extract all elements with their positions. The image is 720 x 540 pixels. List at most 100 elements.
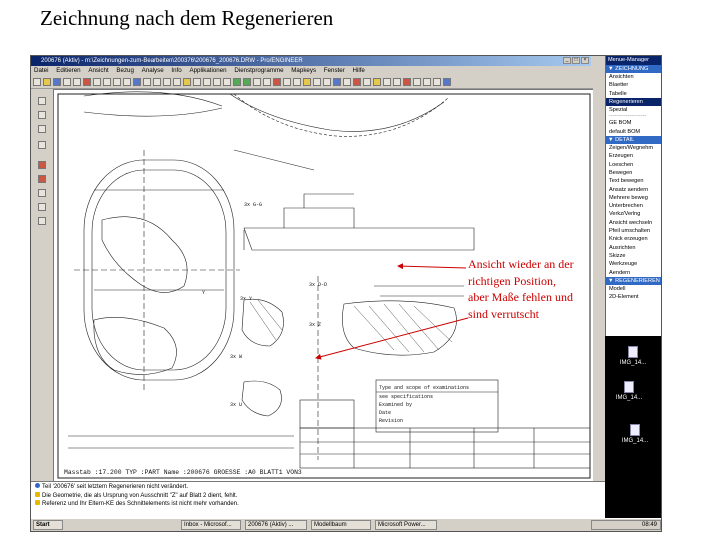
sheet-previous-icon[interactable] [38, 161, 46, 169]
menu-item-werkzeuge[interactable]: Werkzeuge [609, 261, 638, 268]
desktop-icon-img-2[interactable]: IMG_14... [609, 381, 649, 401]
undo-icon[interactable] [83, 78, 91, 86]
menu-item-blaetter[interactable]: Blaetter [609, 82, 629, 89]
datum-axes-icon[interactable] [243, 78, 251, 86]
save-icon[interactable] [53, 78, 61, 86]
refit-icon[interactable] [163, 78, 171, 86]
open-file-icon[interactable] [43, 78, 51, 86]
menu-item-regenerieren[interactable]: Regenerieren [606, 97, 661, 107]
datum-planes-icon[interactable] [233, 78, 241, 86]
menu-item-modell[interactable]: Modell [609, 285, 626, 292]
layout-icon[interactable] [38, 217, 46, 225]
paste-icon[interactable] [123, 78, 131, 86]
menu-item-knick-erzeugen[interactable]: Knick erzeugen [609, 236, 648, 243]
menu-item-ansatz-aendern[interactable]: Ansatz aendern [609, 186, 649, 193]
snap-icon[interactable] [38, 203, 46, 211]
menu-hilfe[interactable]: Hilfe [352, 67, 365, 74]
symbol-icon[interactable] [393, 78, 401, 86]
desktop-icon-img-1[interactable]: IMG_14... [613, 346, 653, 366]
menu-item-text-bewegen[interactable]: Text bewegen [609, 178, 644, 185]
sketch-icon[interactable] [343, 78, 351, 86]
menu-info[interactable]: Info [171, 67, 182, 74]
new-file-icon[interactable] [33, 78, 41, 86]
copy-icon[interactable] [113, 78, 121, 86]
sheet-next-icon[interactable] [38, 175, 46, 183]
repaint-icon[interactable] [133, 78, 141, 86]
menu-item-default-bom[interactable]: default BOM [609, 128, 641, 135]
dimension-icon[interactable] [363, 78, 371, 86]
context-help-icon[interactable] [333, 78, 341, 86]
menu-mapkeys[interactable]: Mapkeys [291, 67, 317, 74]
menu-editieren[interactable]: Editieren [56, 67, 81, 74]
menu-item-ansicht-wechseln[interactable]: Ansicht wechseln [609, 219, 653, 226]
task-proe-window[interactable]: 200676 (Aktiv) ... [245, 520, 307, 530]
menu-dienstprogramme[interactable]: Dienstprogramme [234, 67, 284, 74]
menu-item-spezial[interactable]: Spezial [609, 107, 628, 114]
orient-icon[interactable] [173, 78, 181, 86]
regenerate-icon[interactable] [353, 78, 361, 86]
saved-views-icon[interactable] [183, 78, 191, 86]
menu-item-unterbrechen[interactable]: Unterbrechen [609, 203, 643, 210]
analysis-icon[interactable] [323, 78, 331, 86]
note-icon[interactable] [373, 78, 381, 86]
grid-icon[interactable] [38, 189, 46, 197]
drawing-canvas[interactable]: 3x G-G 3x D-D 3x Y 3x W 3x Z 3x U Y Type… [53, 89, 595, 483]
sheet-number-field[interactable] [38, 141, 46, 149]
task-inbox[interactable]: Inbox - Microsof... [181, 520, 241, 530]
menu-section-detail[interactable]: ▼ DETAIL [606, 136, 661, 145]
select-arrow-icon[interactable] [38, 97, 46, 105]
menu-applikationen[interactable]: Applikationen [189, 67, 227, 74]
menu-section-zeichnung[interactable]: ▼ ZEICHNUNG [606, 65, 661, 73]
mirror-icon[interactable] [433, 78, 441, 86]
menu-datei[interactable]: Datei [34, 67, 49, 74]
zoom-in-icon[interactable] [143, 78, 151, 86]
menu-item-ge-bom[interactable]: GE BOM [609, 120, 632, 127]
layers-icon[interactable] [283, 78, 291, 86]
no-hidden-icon[interactable] [213, 78, 221, 86]
wireframe-icon[interactable] [193, 78, 201, 86]
menu-item-verkz-verlng[interactable]: Verkz/Verlng [609, 211, 641, 218]
email-icon[interactable] [73, 78, 81, 86]
coordinate-systems-icon[interactable] [263, 78, 271, 86]
menu-section-regenerieren[interactable]: ▼ REGENERIEREN [606, 276, 661, 285]
table-icon[interactable] [383, 78, 391, 86]
task-powerpoint[interactable]: Microsoft Power... [375, 520, 437, 530]
menu-fenster[interactable]: Fenster [323, 67, 345, 74]
zoom-window-icon[interactable] [38, 125, 46, 133]
menu-analyse[interactable]: Analyse [141, 67, 164, 74]
menu-item-bewegen[interactable]: Bewegen [609, 169, 633, 176]
menu-item-mehrere-beweg[interactable]: Mehrere beweg [609, 194, 648, 201]
menu-bezug[interactable]: Bezug [116, 67, 134, 74]
view-manager-icon[interactable] [443, 78, 451, 86]
measure-icon[interactable] [313, 78, 321, 86]
minimize-button[interactable]: _ [563, 57, 571, 64]
spin-center-icon[interactable] [273, 78, 281, 86]
move-icon[interactable] [423, 78, 431, 86]
redo-icon[interactable] [93, 78, 101, 86]
task-modellbaum[interactable]: Modellbaum [311, 520, 371, 530]
menu-item-aendern[interactable]: Aendern [609, 269, 631, 276]
menu-item-pfeil-umschalten[interactable]: Pfeil umschalten [609, 228, 651, 235]
datum-points-icon[interactable] [253, 78, 261, 86]
menu-item-zeigen-wegnehm[interactable]: Zeigen/Wegnehm [609, 145, 654, 152]
select-icon[interactable] [413, 78, 421, 86]
menu-item-skizze[interactable]: Skizze [609, 252, 626, 259]
close-button[interactable]: × [581, 57, 589, 64]
menu-item-ansichten[interactable]: Ansichten [609, 74, 634, 80]
menu-item-loeschen[interactable]: Loeschen [609, 161, 634, 168]
hidden-line-icon[interactable] [203, 78, 211, 86]
print-icon[interactable] [63, 78, 71, 86]
delete-icon[interactable] [403, 78, 411, 86]
menu-item-2d-element[interactable]: 2D-Element [609, 294, 639, 301]
menu-item-erzeugen[interactable]: Erzeugen [609, 153, 633, 160]
model-tree-icon[interactable] [293, 78, 301, 86]
start-button[interactable]: Start [33, 520, 63, 530]
info-icon[interactable] [303, 78, 311, 86]
zoom-out-icon[interactable] [153, 78, 161, 86]
pan-icon[interactable] [38, 111, 46, 119]
maximize-button[interactable]: □ [572, 57, 580, 64]
desktop-icon-img-3[interactable]: IMG_14... [615, 424, 655, 444]
shading-icon[interactable] [223, 78, 231, 86]
menu-ansicht[interactable]: Ansicht [88, 67, 109, 74]
menu-item-ausrichten[interactable]: Ausrichten [609, 244, 636, 251]
